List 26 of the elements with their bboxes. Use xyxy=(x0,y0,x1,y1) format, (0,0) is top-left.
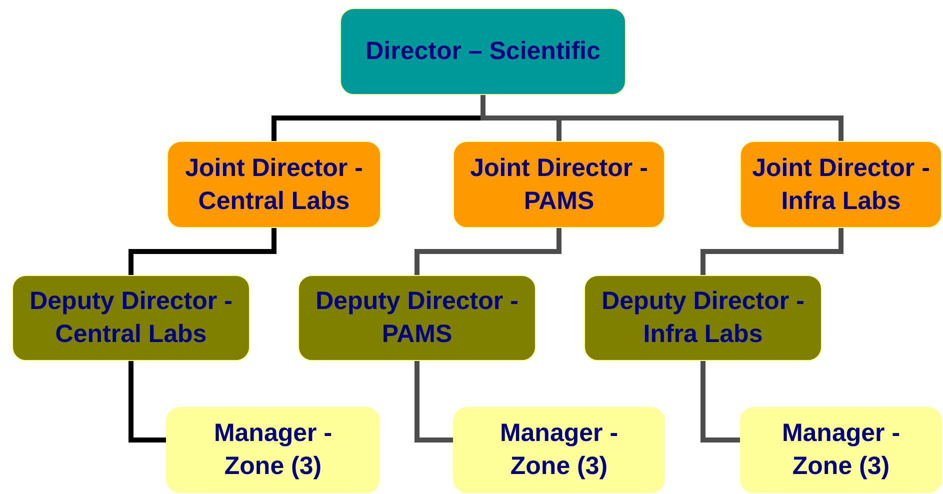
connector-line xyxy=(700,228,844,275)
deputy-director-box xyxy=(298,275,536,361)
role-title: Joint Director - Central Labs xyxy=(184,152,364,216)
director-box xyxy=(340,8,626,95)
deputy-director-box xyxy=(12,275,250,361)
role-title: Manager - Zone (3) xyxy=(498,418,620,482)
role-title: Manager - Zone (3) xyxy=(212,418,334,482)
role-title: Joint Director - Infra Labs xyxy=(751,152,931,216)
role-title: Deputy Director - Central Labs xyxy=(28,286,234,350)
connector-line xyxy=(414,228,562,275)
connector-line xyxy=(700,361,740,442)
manager-box xyxy=(166,407,380,493)
role-title: Deputy Director - PAMS xyxy=(314,286,520,350)
manager-box xyxy=(453,407,665,493)
joint-director-box xyxy=(167,141,381,228)
connector-line xyxy=(128,361,166,442)
role-title: Manager - Zone (3) xyxy=(780,418,902,482)
role-title: Director – Scientific xyxy=(366,36,600,67)
connector-line xyxy=(414,361,453,442)
connector-line xyxy=(128,228,276,275)
manager-box xyxy=(740,407,942,493)
joint-director-box xyxy=(453,141,665,228)
role-title: Joint Director - PAMS xyxy=(469,152,649,216)
deputy-director-box xyxy=(584,275,822,361)
joint-director-box xyxy=(740,141,942,228)
role-title: Deputy Director - Infra Labs xyxy=(600,286,806,350)
